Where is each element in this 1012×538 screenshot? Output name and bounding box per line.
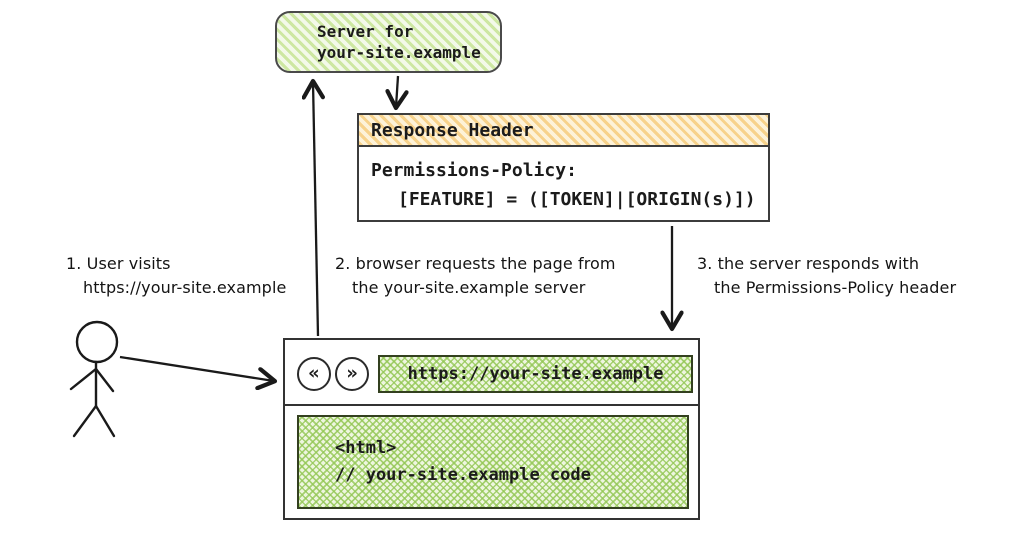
forward-icon: » [346, 361, 358, 384]
html-code-line: // your-site.example code [335, 465, 591, 485]
user-stick-figure-icon [69, 320, 119, 438]
permissions-policy-line: Permissions-Policy: [371, 160, 577, 181]
step-3-label: 3. the server responds with the Permissi… [697, 254, 957, 297]
browser-toolbar: « » https://your-site.example [285, 340, 698, 406]
response-header-title: Response Header [359, 115, 768, 147]
response-header-body: Permissions-Policy: [FEATURE] = ([TOKEN]… [359, 147, 768, 215]
arrow-user-to-browser [119, 355, 274, 381]
response-header-box: Response Header Permissions-Policy: [FEA… [357, 113, 770, 222]
back-icon: « [308, 361, 320, 384]
server-box-line: your-site.example [317, 43, 481, 62]
back-button[interactable]: « [297, 357, 331, 391]
step-1-label: 1. User visits https://your-site.example [66, 254, 287, 297]
html-code-line: <html> [335, 438, 397, 458]
forward-button[interactable]: » [335, 357, 369, 391]
url-text: https://your-site.example [407, 364, 664, 384]
feature-token-origin-line: [FEATURE] = ([TOKEN]|[ORIGIN(s)]) [398, 189, 756, 210]
server-box-line: Server for [317, 22, 414, 41]
browser-window: « » https://your-site.example <html> // … [283, 338, 700, 520]
arrow-server-to-header [396, 75, 398, 107]
url-bar[interactable]: https://your-site.example [378, 355, 693, 393]
arrow-browser-to-server [313, 82, 318, 337]
page-content: <html> // your-site.example code [297, 415, 689, 509]
server-box: Server for your-site.example [275, 11, 502, 73]
step-2-label: 2. browser requests the page from the yo… [335, 254, 616, 297]
